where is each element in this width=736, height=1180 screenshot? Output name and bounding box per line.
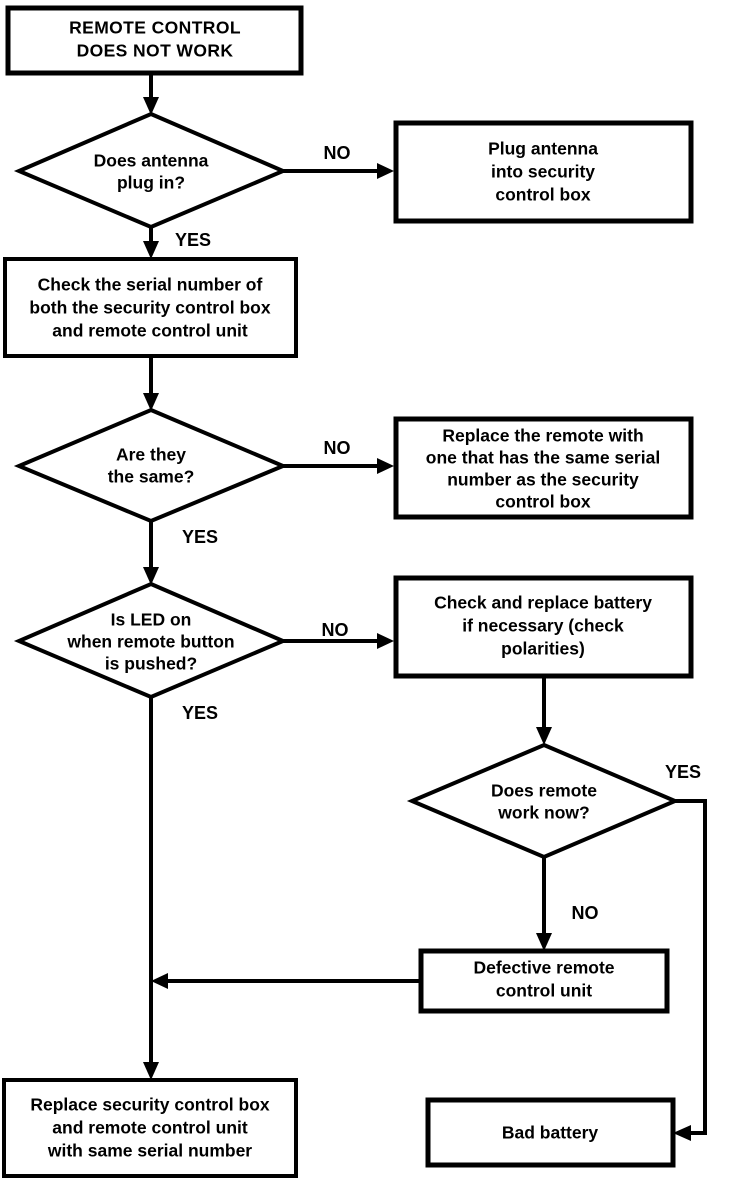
node-check-battery-line-3: polarities) — [501, 639, 585, 659]
node-question-antenna[interactable]: Does antenna plug in? — [13, 111, 289, 230]
node-led-line-2: when remote button — [66, 632, 234, 652]
node-same-line-1: Are they — [116, 445, 186, 465]
edge-label-same-no: NO — [324, 438, 351, 458]
node-check-battery-line-2: if necessary (check — [462, 616, 624, 636]
node-replace-remote[interactable]: Replace the remote with one that has the… — [393, 416, 694, 520]
connector-serial-to-same — [143, 357, 159, 411]
node-defective-remote[interactable]: Defective remote control unit — [418, 948, 670, 1014]
connector-antenna-yes — [143, 228, 159, 259]
node-defective-remote-line-2: control unit — [496, 981, 592, 1001]
edge-label-works-yes: YES — [665, 762, 701, 782]
node-check-serial-line-2: both the security control box — [29, 298, 270, 318]
node-question-led[interactable]: Is LED on when remote button is pushed? — [13, 581, 289, 700]
node-same-line-2: the same? — [108, 467, 195, 487]
node-check-battery-line-1: Check and replace battery — [434, 593, 652, 613]
connector-antenna-no — [283, 163, 394, 179]
node-antenna-line-1: Does antenna — [94, 151, 209, 171]
node-replace-remote-line-4: control box — [495, 492, 591, 512]
node-question-same[interactable]: Are they the same? — [13, 407, 289, 524]
connector-same-no — [283, 458, 394, 474]
node-plug-antenna-line-3: control box — [495, 185, 591, 205]
node-plug-antenna-line-2: into security — [491, 162, 595, 182]
edge-label-same-yes: YES — [182, 527, 218, 547]
node-replace-both-line-2: and remote control unit — [52, 1118, 248, 1138]
node-led-line-3: is pushed? — [105, 654, 197, 674]
node-led-line-1: Is LED on — [111, 610, 192, 630]
edge-label-antenna-yes: YES — [175, 230, 211, 250]
node-bad-battery-line-1: Bad battery — [502, 1123, 599, 1143]
connector-led-no — [283, 633, 394, 649]
node-replace-both[interactable]: Replace security control box and remote … — [2, 1078, 298, 1178]
node-defective-remote-line-1: Defective remote — [473, 958, 614, 978]
edge-label-works-no: NO — [572, 903, 599, 923]
node-works-now-line-1: Does remote — [491, 781, 597, 801]
connector-works-yes — [673, 799, 707, 1141]
edge-label-led-no: NO — [322, 620, 349, 640]
node-check-serial-line-3: and remote control unit — [52, 321, 248, 341]
node-start-line-1: REMOTE CONTROL — [69, 18, 241, 38]
connector-led-yes — [143, 697, 159, 1080]
connector-same-yes — [143, 518, 159, 585]
node-plug-antenna-line-1: Plug antenna — [488, 139, 598, 159]
node-antenna-line-2: plug in? — [117, 173, 185, 193]
connector-defective-to-main — [151, 973, 420, 989]
node-check-serial-line-1: Check the serial number of — [38, 275, 263, 295]
node-check-serial[interactable]: Check the serial number of both the secu… — [3, 257, 298, 358]
connector-battery-to-works — [536, 677, 552, 745]
connector-start-to-antenna — [143, 74, 159, 115]
node-start[interactable]: REMOTE CONTROL DOES NOT WORK — [5, 5, 304, 76]
node-replace-remote-line-3: number as the security — [447, 470, 639, 490]
node-plug-antenna[interactable]: Plug antenna into security control box — [393, 120, 694, 224]
node-replace-both-line-1: Replace security control box — [30, 1095, 270, 1115]
node-check-battery[interactable]: Check and replace battery if necessary (… — [393, 575, 694, 679]
edge-label-led-yes: YES — [182, 703, 218, 723]
connector-works-no — [536, 858, 552, 951]
node-replace-both-line-3: with same serial number — [47, 1141, 252, 1161]
edge-label-antenna-no: NO — [324, 143, 351, 163]
node-question-works-now[interactable]: Does remote work now? — [406, 742, 681, 860]
node-replace-remote-line-2: one that has the same serial — [426, 448, 660, 468]
node-bad-battery[interactable]: Bad battery — [425, 1097, 676, 1168]
node-start-line-2: DOES NOT WORK — [77, 41, 234, 61]
node-replace-remote-line-1: Replace the remote with — [442, 426, 643, 446]
node-works-now-line-2: work now? — [497, 803, 589, 823]
